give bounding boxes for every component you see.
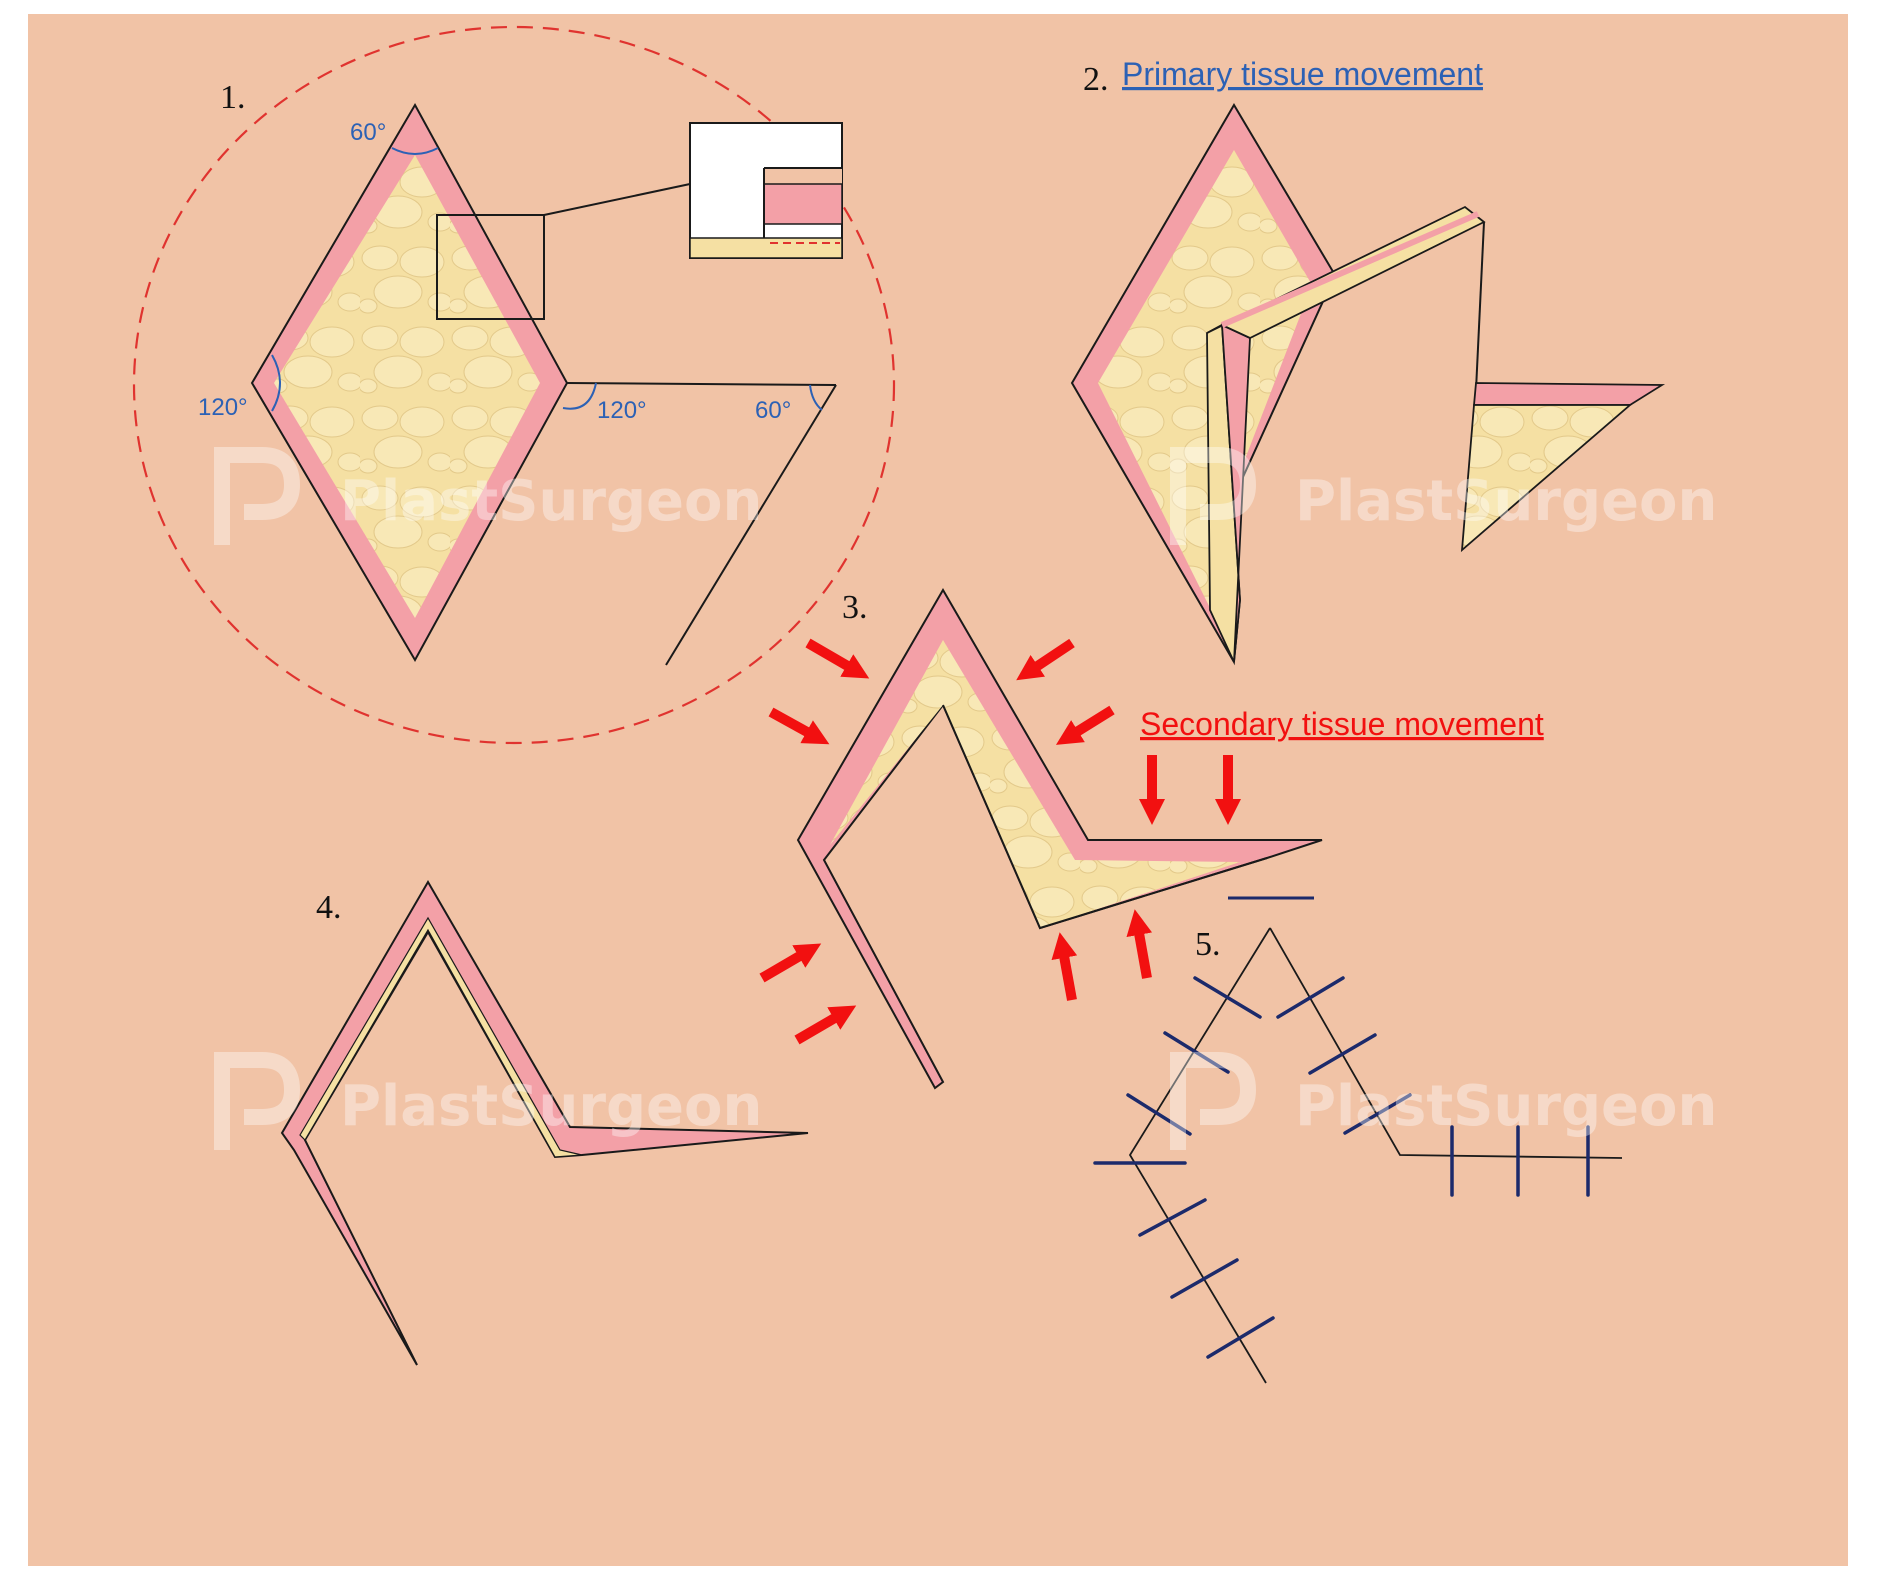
secondary-movement-arrows — [759, 638, 1241, 1045]
step-2-number: 2. — [1083, 61, 1109, 98]
suture-mark — [1276, 976, 1345, 1019]
angle-120-right: 120° — [597, 397, 647, 424]
suture-mark — [1126, 1093, 1192, 1136]
flap-donor-fat — [1460, 404, 1633, 553]
watermark-text: PlastSurgeon — [1295, 469, 1717, 534]
step-2-primary-movement: 2. Primary tissue movement — [1070, 56, 1666, 666]
watermark-text: PlastSurgeon — [340, 1074, 762, 1139]
suture-mark — [1163, 1031, 1230, 1074]
detail-box — [436, 214, 545, 320]
watermarks: PlastSurgeon PlastSurgeon PlastSurgeon P… — [214, 447, 1717, 1150]
watermark-3: PlastSurgeon — [214, 1052, 762, 1150]
red-arrow-icon — [1051, 932, 1078, 1001]
watermark-4: PlastSurgeon — [1170, 1052, 1717, 1150]
rotation-circle — [132, 25, 896, 745]
flap-donor-skin — [1473, 382, 1666, 406]
rhomboid-fat — [274, 155, 540, 618]
step-1-number: 1. — [220, 79, 246, 116]
watermark-1: PlastSurgeon — [214, 447, 762, 545]
flap-side-incision — [665, 384, 837, 666]
watermark-2: PlastSurgeon — [1170, 447, 1717, 545]
step-4-number: 4. — [316, 889, 342, 926]
red-arrow-icon — [1055, 705, 1115, 745]
plastsurgeon-logo-icon — [214, 447, 301, 545]
suture-mark — [1138, 1198, 1207, 1237]
angle-arcs — [271, 147, 823, 412]
angle-60-flap: 60° — [755, 397, 791, 424]
closure-fat — [830, 640, 1240, 928]
watermark-text: PlastSurgeon — [1295, 1074, 1717, 1139]
step-3-secondary-movement: 3. Secondary tissue movement — [759, 588, 1544, 1090]
panel-background — [28, 14, 1848, 1566]
primary-movement-label: Primary tissue movement — [1122, 56, 1483, 92]
red-arrow-icon — [1126, 909, 1153, 979]
step-5-sutured-closure: 5. — [1093, 926, 1623, 1384]
suture-mark — [1308, 1033, 1377, 1075]
red-arrow-icon — [768, 707, 830, 745]
angle-60-top: 60° — [350, 119, 386, 146]
suture-mark — [1206, 1316, 1275, 1359]
defect-fat — [1098, 150, 1312, 612]
suture-mark — [1193, 976, 1262, 1019]
red-arrow-icon — [805, 638, 870, 679]
step-4-closed-flap: 4. — [280, 880, 809, 1366]
closed-flap-fat — [299, 916, 583, 1158]
plastsurgeon-logo-icon — [1170, 1052, 1257, 1150]
red-arrow-icon — [794, 1005, 857, 1045]
flap-top-incision — [566, 382, 837, 386]
plastsurgeon-logo-icon — [1170, 447, 1257, 545]
detail-connector — [543, 183, 691, 216]
suture-mark — [1170, 1258, 1239, 1299]
detail-inset — [689, 122, 843, 259]
red-arrow-icon — [1016, 638, 1075, 681]
closure-line — [1269, 927, 1623, 1159]
closure-line-limb — [1128, 927, 1271, 1384]
step-3-number: 3. — [842, 589, 868, 626]
sutures — [1093, 976, 1590, 1359]
step-1-excision-design: 1. 60° 120° 120° 60° — [132, 25, 896, 745]
suture-mark — [1343, 1093, 1412, 1135]
red-arrow-icon — [759, 943, 822, 983]
secondary-movement-label: Secondary tissue movement — [1140, 706, 1544, 742]
flap-fold-edge — [1475, 221, 1485, 391]
step-5-number: 5. — [1195, 926, 1221, 963]
watermark-text: PlastSurgeon — [340, 469, 762, 534]
angle-120-left: 120° — [198, 394, 248, 421]
plastsurgeon-logo-icon — [214, 1052, 301, 1150]
